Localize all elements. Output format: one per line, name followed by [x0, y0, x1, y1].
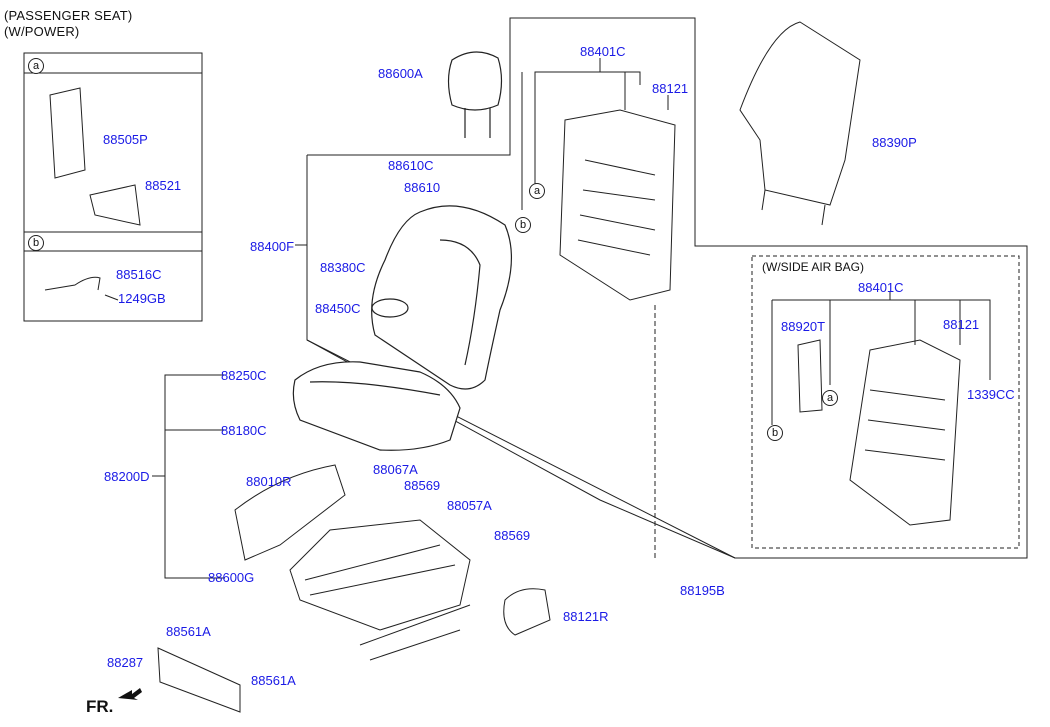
back-frame [559, 109, 676, 301]
part-88521[interactable]: 88521 [145, 178, 182, 193]
part-88380C[interactable]: 88380C [320, 260, 366, 275]
front-direction-label: FR. [86, 697, 114, 716]
part-88516C[interactable]: 88516C [116, 267, 162, 282]
seatback-frame-outline [306, 17, 1028, 559]
part-1339CC[interactable]: 1339CC [967, 387, 1015, 402]
section-b-marker: b [28, 235, 44, 251]
part-88561A-a[interactable]: 88561A [166, 624, 211, 639]
part-88067A[interactable]: 88067A [373, 462, 418, 477]
part-88505P[interactable]: 88505P [103, 132, 148, 147]
part-88121R[interactable]: 88121R [563, 609, 609, 624]
part-88057A[interactable]: 88057A [447, 498, 492, 513]
part-88569-b[interactable]: 88569 [494, 528, 531, 543]
side-cover [234, 464, 346, 561]
front-arrow-icon [118, 688, 142, 700]
marker-a-top: a [529, 183, 545, 199]
part-88195B[interactable]: 88195B [680, 583, 725, 598]
part-88610C[interactable]: 88610C [388, 158, 434, 173]
motor-assembly [49, 87, 141, 226]
front-trim [157, 647, 241, 713]
recliner-cover [503, 588, 551, 636]
wire-harness [44, 276, 119, 301]
part-88610[interactable]: 88610 [404, 180, 441, 195]
part-1249GB[interactable]: 1249GB [118, 291, 166, 306]
side-back-frame [797, 339, 961, 526]
part-88569-a[interactable]: 88569 [404, 478, 441, 493]
side-airbag-title: (W/SIDE AIR BAG) [762, 260, 865, 274]
part-88401C-side[interactable]: 88401C [858, 280, 904, 295]
diagram-header-line1: (PASSENGER SEAT) [4, 8, 133, 23]
part-88600G[interactable]: 88600G [208, 570, 255, 585]
part-88180C[interactable]: 88180C [221, 423, 267, 438]
marker-b-side: b [767, 425, 783, 441]
part-88920T[interactable]: 88920T [781, 319, 826, 334]
part-88287[interactable]: 88287 [107, 655, 144, 670]
marker-a-side: a [822, 390, 838, 406]
part-88390P[interactable]: 88390P [872, 135, 917, 150]
part-88450C[interactable]: 88450C [315, 301, 361, 316]
part-88010R[interactable]: 88010R [246, 474, 292, 489]
part-88200D[interactable]: 88200D [104, 469, 150, 484]
side-airbag-box [751, 255, 1020, 549]
part-88401C-top[interactable]: 88401C [580, 44, 626, 59]
seatback-cover [371, 205, 512, 390]
marker-b-top: b [515, 217, 531, 233]
part-88561A-b[interactable]: 88561A [251, 673, 296, 688]
diagram-header-line2: (W/POWER) [4, 24, 80, 39]
headrest [447, 51, 503, 138]
part-88600A[interactable]: 88600A [378, 66, 423, 81]
section-a-marker: a [28, 58, 44, 74]
seat-cushion [292, 361, 461, 451]
part-88250C[interactable]: 88250C [221, 368, 267, 383]
inset-box [23, 52, 203, 322]
part-88400F[interactable]: 88400F [250, 239, 295, 254]
part-88121-top[interactable]: 88121 [652, 81, 689, 96]
back-panel [739, 21, 861, 226]
seat-track [289, 519, 471, 661]
part-88121-side[interactable]: 88121 [943, 317, 980, 332]
